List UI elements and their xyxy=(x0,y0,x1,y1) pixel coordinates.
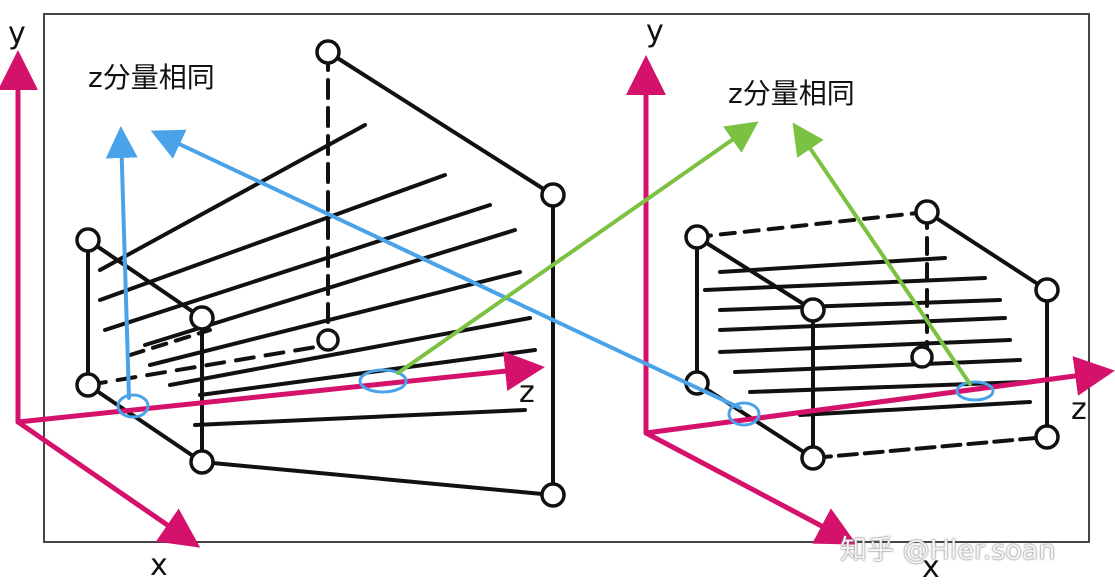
right-far-point-highlight xyxy=(955,380,995,402)
left-frustum-sketch xyxy=(86,50,555,497)
left-far-point-highlight xyxy=(358,368,408,394)
green-arrow-left xyxy=(396,121,759,375)
left-frustum-vertices xyxy=(75,39,566,508)
right-box-vertices xyxy=(684,199,1060,471)
figure-frame xyxy=(43,13,1090,543)
right-z-axis xyxy=(643,356,1115,436)
green-arrows xyxy=(396,121,972,386)
blue-arrow-vertical xyxy=(105,126,138,400)
green-arrow-right xyxy=(792,122,972,386)
left-z-axis xyxy=(15,351,545,425)
watermark: 知乎 @Hler.soan xyxy=(840,535,1056,566)
right-x-axis-label: x xyxy=(922,550,940,585)
left-y-axis-label: y xyxy=(8,16,26,51)
highlight-ellipses xyxy=(116,368,995,427)
right-axes xyxy=(626,55,1115,545)
left-x-axis xyxy=(15,419,201,548)
right-x-axis xyxy=(643,430,857,545)
right-z-axis-label: z xyxy=(1071,392,1087,427)
left-x-axis-label: x xyxy=(150,548,168,583)
left-z-axis-label: z xyxy=(519,375,535,410)
left-caption: z分量相同 xyxy=(88,61,215,94)
left-axes xyxy=(0,50,545,548)
right-caption: z分量相同 xyxy=(728,77,855,110)
blue-arrows xyxy=(105,126,742,410)
right-y-axis-label: y xyxy=(646,14,664,49)
right-near-point-highlight xyxy=(727,401,761,427)
blue-arrow-diagonal xyxy=(150,129,742,410)
left-near-point-highlight xyxy=(116,393,150,419)
